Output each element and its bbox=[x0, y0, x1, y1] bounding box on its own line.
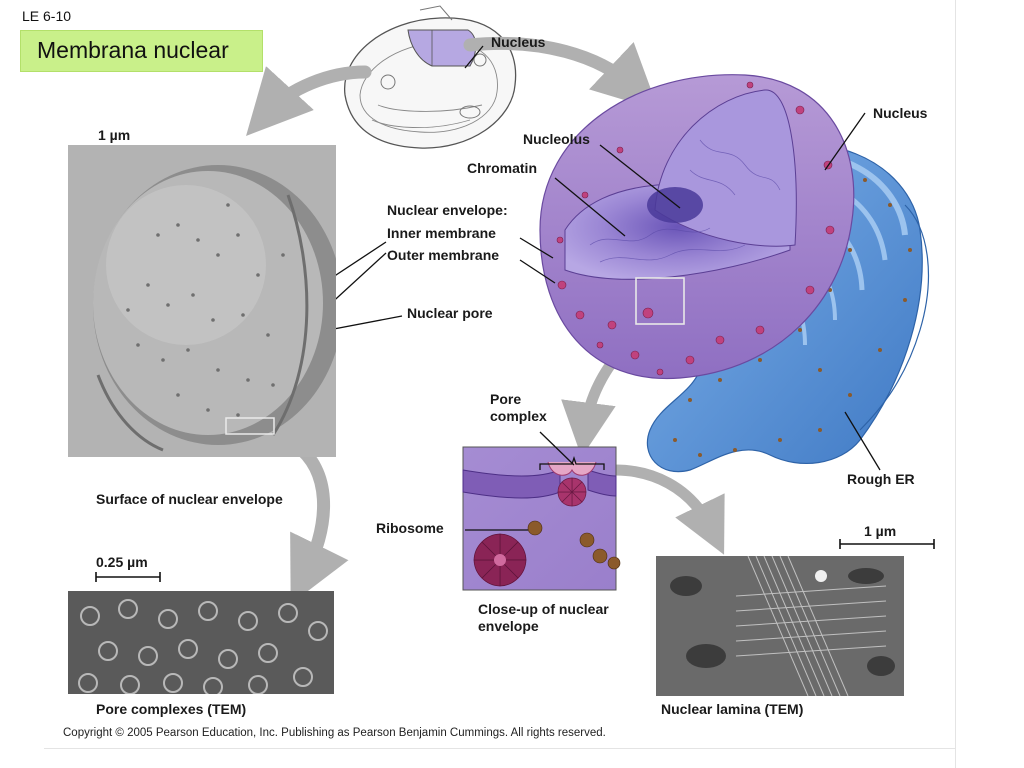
label-nuclear-lamina-tem: Nuclear lamina (TEM) bbox=[661, 701, 804, 717]
label-outer-membrane: Outer membrane bbox=[387, 247, 500, 263]
label-pore-complex: Pore complex bbox=[490, 391, 547, 424]
slide-bottom-divider bbox=[44, 748, 956, 749]
title-box: Membrana nuclear bbox=[20, 30, 263, 72]
label-inner-membrane: Inner membrane bbox=[387, 225, 496, 241]
nucleus-3d-model bbox=[539, 74, 929, 473]
slide-right-edge bbox=[955, 0, 956, 768]
label-pore-complexes-tem: Pore complexes (TEM) bbox=[96, 701, 247, 717]
label-nucleus-top: Nucleus bbox=[491, 34, 546, 50]
label-surface: Surface of nuclear envelope bbox=[96, 491, 283, 507]
label-chromatin: Chromatin bbox=[467, 160, 537, 176]
pore-complexes-micrograph bbox=[68, 591, 334, 694]
envelope-closeup bbox=[462, 446, 621, 591]
slide-tag: LE 6-10 bbox=[22, 8, 72, 24]
copyright-notice: Copyright © 2005 Pearson Education, Inc.… bbox=[63, 727, 606, 739]
slide-title: Membrana nuclear bbox=[37, 37, 229, 63]
label-ribosome: Ribosome bbox=[376, 520, 444, 536]
label-nuclear-envelope: Nuclear envelope: bbox=[387, 202, 508, 218]
scale-label-right: 1 µm bbox=[864, 523, 897, 539]
scale-label-top-left: 1 µm bbox=[98, 127, 131, 143]
cell-sketch bbox=[344, 5, 517, 149]
label-rough-er: Rough ER bbox=[847, 471, 915, 487]
label-closeup: Close-up of nuclear envelope bbox=[478, 601, 609, 634]
label-nucleus-right: Nucleus bbox=[873, 105, 928, 121]
label-nuclear-pore: Nuclear pore bbox=[407, 305, 493, 321]
scale-label-middle-left: 0.25 µm bbox=[96, 554, 148, 570]
surface-micrograph bbox=[68, 145, 336, 457]
label-nucleolus: Nucleolus bbox=[523, 131, 590, 147]
nuclear-lamina-micrograph bbox=[656, 556, 904, 696]
